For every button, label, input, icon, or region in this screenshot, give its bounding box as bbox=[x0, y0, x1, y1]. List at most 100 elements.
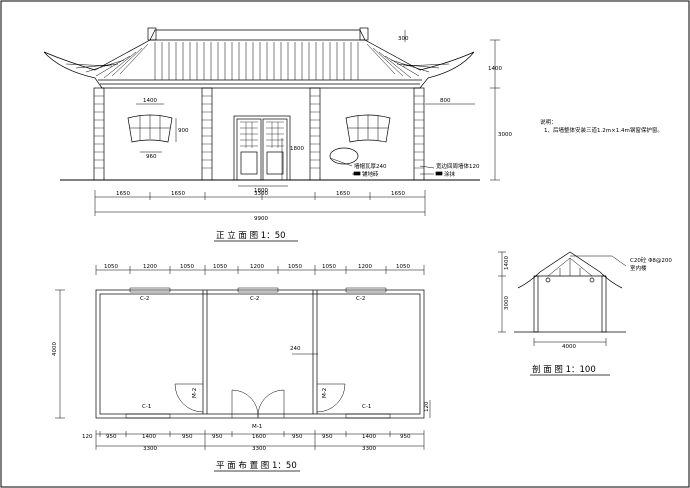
dim-height: 3000 bbox=[498, 132, 512, 138]
dim-door-w: 1800 bbox=[254, 188, 268, 194]
dim-plan-depth: 4000 bbox=[52, 342, 58, 356]
label-section-beam: C20砼 Φ8@200 bbox=[630, 256, 672, 264]
dim-plan-top-6: 1050 bbox=[288, 264, 302, 270]
dim-window-sill: 960 bbox=[146, 154, 157, 160]
elevation-dimensions bbox=[94, 30, 500, 216]
section-caption: 剖 面 图 1：100 bbox=[532, 364, 596, 375]
dim-elev-3: 3300 bbox=[254, 191, 268, 197]
wall-ornament bbox=[329, 147, 359, 165]
dim-plan-top-3: 1050 bbox=[180, 264, 194, 270]
elevation-text: 1650 1650 3300 1650 1650 9900 1400 900 9… bbox=[116, 36, 512, 242]
dim-plan-total-1: 3300 bbox=[143, 446, 157, 452]
section-wall-left bbox=[533, 275, 539, 333]
dim-plan-total-2: 3300 bbox=[252, 446, 266, 452]
window-right-bars bbox=[348, 115, 388, 140]
legend-swatch-2 bbox=[435, 171, 443, 176]
window-label-top-3: C-2 bbox=[356, 296, 365, 302]
door-label-side-2: M-2 bbox=[322, 388, 328, 398]
plan-outer-wall bbox=[95, 289, 425, 419]
window-label-bottom-1: C-1 bbox=[142, 404, 151, 410]
dim-plan-bot-9: 1400 bbox=[362, 434, 376, 440]
dim-plan-bot-2: 950 bbox=[106, 434, 117, 440]
label-section-roof: 室内楼 bbox=[630, 264, 647, 272]
pillar-1 bbox=[93, 87, 105, 181]
plan-windows-top bbox=[129, 287, 387, 293]
dim-plan-top-8: 1200 bbox=[358, 264, 372, 270]
dim-plan-top-2: 1200 bbox=[143, 264, 157, 270]
door-leaf-right bbox=[262, 118, 288, 181]
door-lattice bbox=[240, 121, 284, 148]
plan-caption: 平 面 布 置 图 1：50 bbox=[216, 460, 297, 471]
dim-plan-bot-8: 950 bbox=[322, 434, 333, 440]
dim-plan-side: 120 bbox=[424, 401, 430, 412]
plan-text: 1050 1200 1050 1050 1200 1050 1050 1200 … bbox=[52, 264, 430, 472]
dim-elev-total: 9900 bbox=[254, 216, 268, 222]
dim-plan-wall: 240 bbox=[290, 346, 301, 352]
window-label-top-1: C-2 bbox=[140, 296, 149, 302]
dim-window-w: 1400 bbox=[143, 98, 157, 104]
dim-plan-bot-4: 950 bbox=[182, 434, 193, 440]
door-label-main: M-1 bbox=[252, 424, 262, 430]
ridge-ornament-left bbox=[147, 27, 157, 41]
dim-section-height: 3000 bbox=[504, 296, 510, 310]
dim-roof-h: 1400 bbox=[488, 66, 502, 72]
dim-roof-top: 300 bbox=[398, 36, 409, 42]
dim-plan-bot-5: 950 bbox=[212, 434, 223, 440]
section-dimensions bbox=[498, 251, 627, 346]
section-truss bbox=[547, 257, 593, 277]
section-bracket-right bbox=[589, 277, 595, 283]
roof-outline bbox=[43, 29, 475, 89]
dim-plan-bot-1: 120 bbox=[82, 434, 93, 440]
dim-eave: 800 bbox=[440, 98, 451, 104]
plan-dimensions bbox=[55, 265, 431, 450]
dim-section-width: 4000 bbox=[562, 344, 576, 350]
window-left bbox=[127, 114, 173, 143]
dim-plan-top-7: 1050 bbox=[322, 264, 336, 270]
label-paving: 铺地砖 bbox=[362, 170, 379, 178]
floor-plan bbox=[55, 265, 431, 450]
pillar-3 bbox=[309, 87, 321, 181]
section-text: 4000 3000 1400 C20砼 Φ8@200 室内楼 剖 面 图 1：1… bbox=[504, 256, 672, 376]
door-panel-left bbox=[240, 151, 258, 175]
notes: 说明： 1、后墙整体安装三道1.2m×1.4m钢窗保护窗。 bbox=[540, 118, 663, 134]
dim-plan-top-9: 1050 bbox=[396, 264, 410, 270]
pillar-brick-marks bbox=[94, 95, 424, 169]
dim-elev-4: 1650 bbox=[336, 191, 350, 197]
ridge-ornament-right bbox=[359, 27, 369, 41]
dim-elev-5: 1650 bbox=[391, 191, 405, 197]
door-frame bbox=[233, 115, 291, 181]
dim-plan-bot-10: 950 bbox=[400, 434, 411, 440]
dim-window-h: 900 bbox=[178, 128, 189, 134]
plan-doors bbox=[174, 383, 346, 419]
window-label-top-2: C-2 bbox=[250, 296, 259, 302]
window-left-bars bbox=[130, 115, 170, 140]
section-roof bbox=[517, 251, 623, 289]
front-elevation bbox=[43, 27, 500, 216]
dim-elev-2: 1650 bbox=[171, 191, 185, 197]
door-panel-right bbox=[266, 151, 284, 175]
dim-plan-bot-3: 1400 bbox=[142, 434, 156, 440]
section-bracket-left bbox=[545, 277, 551, 283]
dim-plan-top-5: 1200 bbox=[250, 264, 264, 270]
dim-door-h: 1800 bbox=[290, 146, 304, 152]
label-wall-cap: 墙帽瓦厚240 bbox=[354, 162, 387, 170]
dim-section-roof: 1400 bbox=[504, 256, 510, 270]
dim-plan-total-3: 3300 bbox=[362, 446, 376, 452]
roof-tiles bbox=[65, 42, 450, 80]
legend-swatch-1 bbox=[353, 171, 361, 176]
window-right bbox=[345, 114, 391, 143]
section-view bbox=[498, 251, 627, 346]
dim-plan-bot-7: 950 bbox=[292, 434, 303, 440]
dim-plan-top-1: 1050 bbox=[104, 264, 118, 270]
plan-inner-wall bbox=[99, 293, 421, 415]
dim-plan-bot-6: 1600 bbox=[252, 434, 266, 440]
label-wall2: 涂抹 bbox=[444, 170, 456, 178]
notes-line1: 1、后墙整体安装三道1.2m×1.4m钢窗保护窗。 bbox=[544, 126, 663, 134]
window-label-bottom-2: C-1 bbox=[362, 404, 371, 410]
leader-lines bbox=[329, 157, 435, 175]
door-label-side-1: M-2 bbox=[192, 388, 198, 398]
pillar-2 bbox=[201, 87, 213, 181]
section-wall-right bbox=[601, 275, 607, 333]
